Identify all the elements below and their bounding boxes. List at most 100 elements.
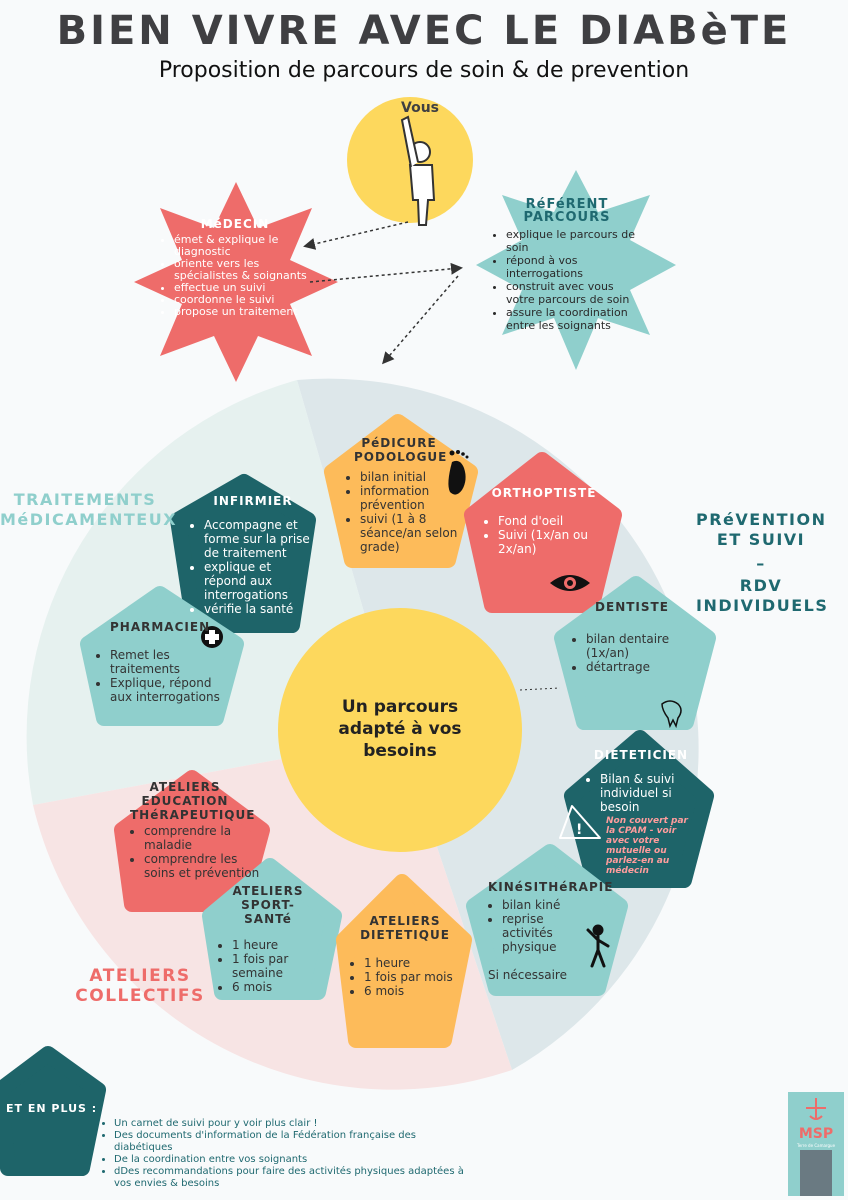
warning-icon: ! — [559, 805, 601, 839]
label-traitements: TRAITEMENTS MéDICAMENTEUX — [0, 490, 178, 529]
referent-item: assure la coordination entre les soignan… — [506, 306, 642, 332]
dietetique-title: ATELIERS DIETETIQUE — [360, 914, 450, 942]
dotted-dentiste — [519, 687, 561, 691]
sport-pentagon — [202, 858, 342, 1000]
foot-icon — [448, 450, 469, 495]
logo-cross-icon — [806, 1098, 826, 1120]
pharmacien-card: PHARMACIEN Remet les traitements Expliqu… — [96, 620, 226, 704]
infirmier-card: INFIRMIER Accompagne et forme sur la pri… — [190, 494, 316, 616]
orthoptiste-item: Fond d'oeil — [498, 514, 604, 528]
medecin-item: émet & explique le diagnostic — [174, 234, 310, 258]
pedicure-item: bilan initial — [360, 470, 466, 484]
referent-star — [476, 170, 676, 370]
referent-item: explique le parcours de soin — [506, 228, 642, 254]
education-pentagon — [114, 770, 270, 912]
kine-title: KINéSITHéRAPIE — [488, 880, 614, 894]
dentiste-title: DENTISTE — [595, 600, 669, 614]
pharmacien-item: Explique, répond aux interrogations — [110, 676, 226, 704]
extra-item: Un carnet de suivi pour y voir plus clai… — [114, 1118, 474, 1130]
pedicure-title: PéDICURE PODOLOGUE — [354, 436, 448, 464]
kine-pentagon — [466, 844, 628, 996]
medecin-item: propose un traitement — [174, 306, 310, 318]
pharmacien-title: PHARMACIEN — [110, 620, 211, 634]
pharmacien-item: Remet les traitements — [110, 648, 226, 676]
center-label: Un parcours adapté à vos besoins — [338, 697, 462, 761]
extra-list: Un carnet de suivi pour y voir plus clai… — [100, 1118, 474, 1190]
eye-icon — [550, 575, 590, 591]
orthoptiste-card: ORTHOPTISTE Fond d'oeil Suivi (1x/an ou … — [484, 486, 604, 556]
sport-item: 1 heure — [232, 938, 338, 952]
infirmier-item: explique et répond aux interrogations — [204, 560, 316, 602]
page-subtitle: Proposition de parcours de soin & de pre… — [158, 58, 690, 83]
orthoptiste-item: Suivi (1x/an ou 2x/an) — [498, 528, 604, 556]
sport-item: 6 mois — [232, 980, 338, 994]
kine-note: Si nécessaire — [488, 968, 567, 982]
orthoptiste-pentagon — [464, 452, 622, 613]
dentiste-item: bilan dentaire (1x/an) — [586, 632, 692, 660]
dentiste-item: détartrage — [586, 660, 692, 674]
medecin-title: MéDECIN — [200, 217, 270, 231]
label-dash: – — [756, 554, 766, 573]
extra-item: Des documents d'information de la Fédéra… — [114, 1130, 474, 1154]
center-circle — [278, 608, 522, 852]
pedicure-card: PéDICURE PODOLOGUE bilan initial informa… — [346, 436, 466, 554]
dietetique-item: 1 fois par mois — [364, 970, 460, 984]
dietetique-item: 1 heure — [364, 956, 460, 970]
logo-text: MSP — [798, 1126, 834, 1142]
infirmier-title: INFIRMIER — [213, 494, 293, 508]
tooth-icon — [661, 700, 682, 729]
dentiste-card: DENTISTE bilan dentaire (1x/an) détartra… — [572, 600, 692, 674]
sport-item: 1 fois par semaine — [232, 952, 338, 980]
medecin-item: effectue un suivi — [174, 282, 310, 294]
kine-item: bilan kiné — [502, 898, 568, 912]
education-card: ATELIERS EDUCATION THéRAPEUTIQUE compren… — [130, 780, 260, 880]
medecin-star — [134, 182, 338, 382]
svg-text:!: ! — [576, 822, 582, 838]
education-title: ATELIERS EDUCATION THéRAPEUTIQUE — [130, 780, 256, 822]
dieteticien-title: DIETETICIEN — [593, 748, 689, 762]
vous-label: Vous — [401, 100, 439, 116]
kine-card: KINéSITHéRAPIE bilan kiné reprise activi… — [488, 880, 614, 982]
sport-title: ATELIERS SPORT-SANTé — [232, 884, 304, 926]
pedicure-item: information prévention — [360, 484, 466, 512]
arrow-medecin-referent — [309, 262, 463, 283]
sport-card: ATELIERS SPORT-SANTé 1 heure 1 fois par … — [218, 884, 338, 994]
page-title: BIEN VIVRE AVEC LE DIABèTE — [56, 8, 792, 54]
orthoptiste-title: ORTHOPTISTE — [491, 486, 597, 500]
pedicure-item: suivi (1 à 8 séance/an selon grade) — [360, 512, 466, 554]
kine-item: reprise activités physique — [502, 912, 568, 954]
dentiste-pentagon — [554, 576, 716, 730]
dieteticien-card: DIETETICIEN Bilan & suivi individuel si … — [586, 748, 696, 876]
referent-item: construit avec vous votre parcours de so… — [506, 280, 642, 306]
extra-label: ET EN PLUS : — [6, 1102, 98, 1115]
medecin-item: oriente vers les spécialistes & soignant… — [174, 258, 310, 282]
infirmier-pentagon — [170, 474, 316, 633]
education-item: comprendre les soins et prévention — [144, 852, 260, 880]
dieteticien-warning: Non couvert par la CPAM - voir avec votr… — [606, 816, 688, 876]
label-prevention: PRéVENTION ET SUIVI — [696, 510, 827, 549]
extra-item: De la coordination entre vos soignants — [114, 1154, 474, 1166]
extra-item: dDes recommandations pour faire des acti… — [114, 1166, 474, 1190]
label-rdv: RDV INDIVIDUELS — [696, 576, 829, 615]
referent-title: RéFéRENT PARCOURS — [523, 197, 611, 225]
infirmier-item: Accompagne et forme sur la prise de trai… — [204, 518, 316, 560]
dietetique-pentagon — [336, 874, 472, 1048]
infirmier-item: vérifie la santé — [204, 602, 316, 616]
exercise-icon — [586, 924, 610, 968]
logo-tower — [800, 1150, 832, 1196]
arrow-referent-circle — [382, 275, 459, 365]
medecin-item: coordonne le suivi — [174, 294, 310, 306]
referent-item: répond à vos interrogations — [506, 254, 642, 280]
education-item: comprendre la maladie — [144, 824, 260, 852]
pharmacien-pentagon — [80, 586, 244, 726]
dieteticien-pentagon — [564, 730, 714, 888]
medecin-card: MéDECIN émet & explique le diagnostic or… — [160, 218, 310, 318]
arrow-vous-medecin — [303, 221, 409, 250]
dietetique-item: 6 mois — [364, 984, 460, 998]
label-ateliers: ATELIERS COLLECTIFS — [75, 966, 205, 1006]
dieteticien-item: Bilan & suivi individuel si besoin — [600, 772, 696, 814]
person-icon — [400, 115, 436, 226]
logo-subtext: Terre de Camargue — [796, 1143, 836, 1148]
dietetique-card: ATELIERS DIETETIQUE 1 heure 1 fois par m… — [350, 914, 460, 998]
